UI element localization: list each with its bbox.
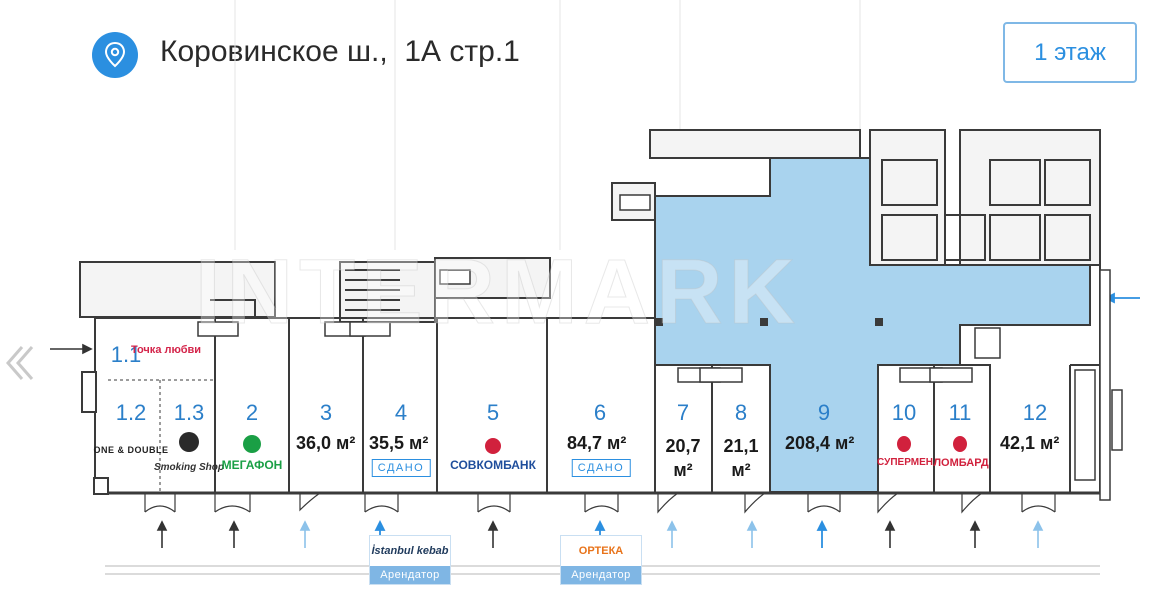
tenant-logo: ОРТЕКА [578, 545, 624, 557]
unit-6-number[interactable]: 6 [593, 400, 607, 425]
unit-10-number[interactable]: 10 [891, 400, 917, 425]
header: Коровинское ш., 1А стр.1 1 этаж [0, 0, 1168, 110]
unit-3-area: 36,0 м² [296, 433, 356, 453]
supermen-logo-icon [897, 436, 911, 452]
tenant-logo: İstanbul kebab [371, 545, 449, 557]
megafon-logo-icon [243, 435, 261, 453]
tenant-role-label: Арендатор [370, 566, 450, 584]
unit-1-1-brand: Точка любви [130, 344, 202, 356]
unit-1-1-number[interactable]: 1.1 [110, 342, 142, 367]
unit-4-area: 35,5 м² [369, 433, 429, 453]
tenant-role-label: Арендатор [561, 566, 641, 584]
unit-8-area: 21,1 м² [723, 436, 759, 480]
unit-9-area: 208,4 м² [785, 433, 855, 453]
unit-9-number[interactable]: 9 [817, 400, 831, 425]
unit-7-area: 20,7 м² [665, 436, 701, 480]
unit-1-3-number[interactable]: 1.3 [173, 400, 205, 425]
unit-6-status-badge: СДАНО [571, 459, 631, 477]
unit-2-number[interactable]: 2 [245, 400, 259, 425]
lombard-logo-icon [953, 436, 967, 452]
unit-4-status-badge: СДАНО [371, 459, 431, 477]
unit-1-3-brand: Smoking Shop [154, 462, 224, 473]
unit-12-area: 42,1 м² [1000, 433, 1060, 453]
unit-2-brand: МЕГАФОН [221, 458, 283, 472]
building-address: Коровинское ш., 1А стр.1 [160, 35, 520, 68]
unit-5-number[interactable]: 5 [486, 400, 500, 425]
unit-10-brand: СУПЕРМЕН [877, 457, 933, 468]
sovcombank-logo-icon [485, 438, 501, 454]
unit-3-number[interactable]: 3 [319, 400, 333, 425]
floor-selector-button[interactable]: 1 этаж [1003, 22, 1137, 83]
unit-5-brand: СОВКОМБАНК [450, 458, 536, 472]
tenant-card-istanbul-kebab[interactable]: İstanbul kebab Арендатор [369, 535, 451, 585]
map-pin-icon [92, 32, 138, 78]
unit-7-number[interactable]: 7 [676, 400, 690, 425]
unit-1-2-brand: ONE & DOUBLE [93, 445, 169, 455]
unit-8-number[interactable]: 8 [734, 400, 748, 425]
unit-1-2-number[interactable]: 1.2 [115, 400, 147, 425]
unit-4-number[interactable]: 4 [394, 400, 408, 425]
unit-11-brand: ЛОМБАРД [933, 457, 989, 469]
tenant-card-orteka[interactable]: ОРТЕКА Арендатор [560, 535, 642, 585]
unit-11-number[interactable]: 11 [948, 400, 972, 425]
smoking-shop-logo-icon [179, 432, 199, 452]
double-chevron-left-icon[interactable] [2, 343, 36, 383]
unit-6-area: 84,7 м² [567, 433, 627, 453]
unit-12-number[interactable]: 12 [1022, 400, 1048, 425]
